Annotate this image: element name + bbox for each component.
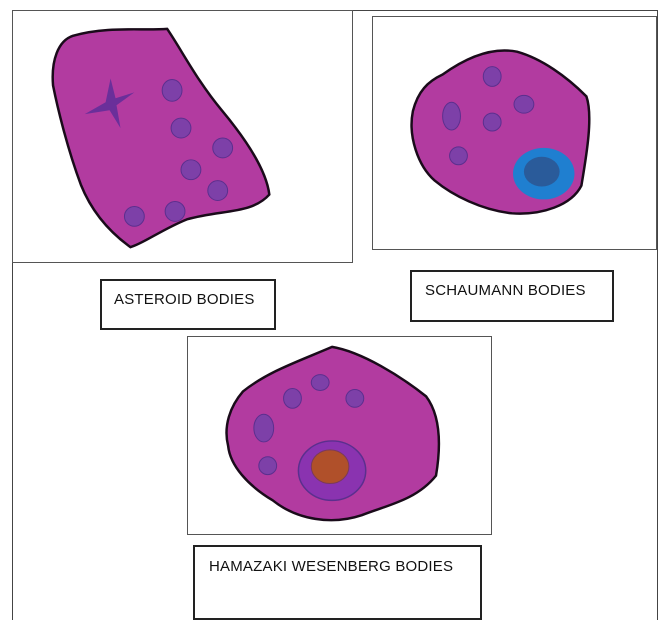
nucleus [259,457,277,475]
nucleus [284,388,302,408]
schaumann-label-box: SCHAUMANN BODIES [410,270,614,322]
asteroid-cell [53,29,270,247]
schaumann-cell-illustration [373,17,656,249]
asteroid-label: ASTEROID BODIES [114,291,255,308]
nucleus [483,113,501,131]
nucleus [208,181,228,201]
nucleus [443,102,461,130]
nucleus [483,67,501,87]
hamazaki-label-box: HAMAZAKI WESENBERG BODIES [193,545,482,620]
hamazaki-body-core [311,450,349,484]
nucleus [171,118,191,138]
nucleus [346,389,364,407]
nucleus [162,79,182,101]
hamazaki-panel [187,336,492,535]
schaumann-panel [372,16,657,250]
nucleus [165,201,185,221]
asteroid-panel [12,10,353,263]
asteroid-cell-illustration [13,11,352,262]
nucleus [311,375,329,391]
nucleus [514,95,534,113]
schaumann-label: SCHAUMANN BODIES [425,282,586,299]
hamazaki-label: HAMAZAKI WESENBERG BODIES [209,558,453,575]
nucleus [450,147,468,165]
nucleus [213,138,233,158]
nucleus [181,160,201,180]
asteroid-label-box: ASTEROID BODIES [100,279,276,330]
schaumann-body-core [524,157,560,187]
nucleus [124,206,144,226]
hamazaki-cell-illustration [188,337,491,534]
nucleus [254,414,274,442]
